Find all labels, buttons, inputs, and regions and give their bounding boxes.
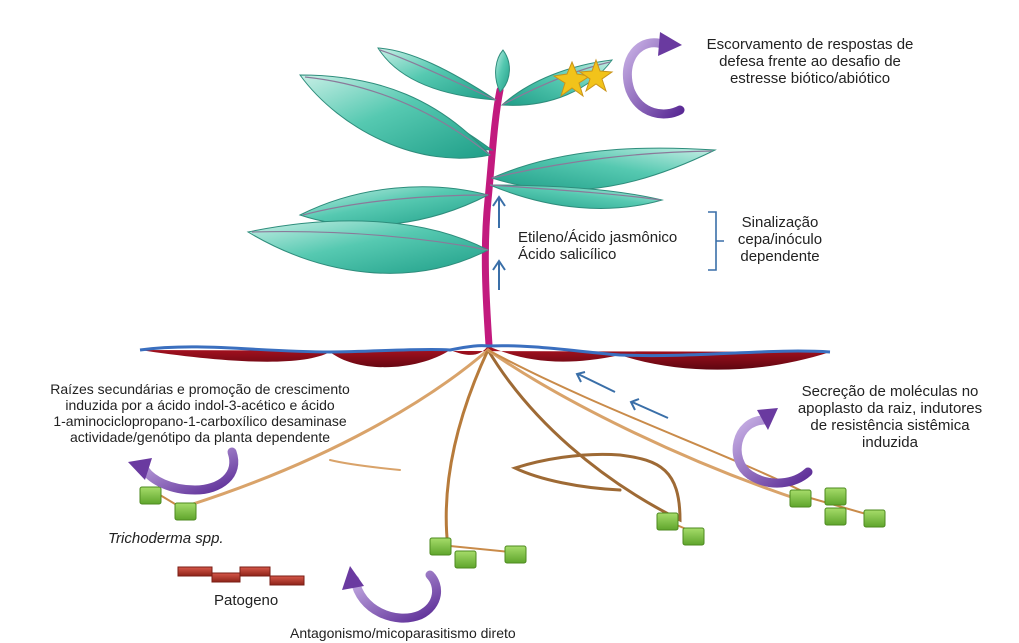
up-arrow-icon	[493, 197, 505, 228]
antagonism-arrowhead	[342, 566, 364, 590]
signaling-bracket	[708, 212, 724, 270]
signaling-line-3: dependente	[730, 248, 830, 265]
secretion-line-4: induzida	[770, 434, 1010, 451]
fungus-right	[790, 488, 885, 527]
roots-line-4: actividade/genótipo da planta dependente	[2, 429, 398, 445]
roots-line-1: Raízes secundárias e promoção de crescim…	[2, 381, 398, 397]
trichoderma-colonies	[140, 487, 885, 568]
root-branch-left	[330, 460, 400, 470]
antagonism-label: Antagonismo/micoparasitismo direto	[290, 625, 516, 642]
pathogen-label: Patogeno	[214, 592, 278, 609]
secretion-line-1: Secreção de moléculas no	[770, 383, 1010, 400]
priming-line-2: defesa frente ao desafio de	[670, 53, 950, 70]
secretion-label: Secreção de moléculas no apoplasto da ra…	[770, 383, 1010, 451]
secretion-line-3: de resistência sistêmica	[770, 417, 1010, 434]
trichoderma-label: Trichoderma spp.	[108, 530, 224, 547]
roots	[190, 350, 810, 548]
arrow-icon	[577, 372, 615, 392]
priming-label: Escorvamento de respostas de defesa fren…	[670, 36, 950, 87]
leaf-tip	[496, 50, 510, 92]
salicylic-label: Ácido salicílico	[518, 246, 677, 263]
antagonism-curved-arrow	[355, 575, 437, 618]
leaf-right	[492, 148, 715, 190]
priming-line-3: estresse biótico/abiótico	[670, 70, 950, 87]
pathogen-icon	[178, 567, 304, 585]
signaling-line-1: Sinalização	[730, 214, 830, 231]
roots-promotion-curved-arrow	[145, 452, 234, 490]
ethylene-label: Etileno/Ácido jasmônico	[518, 229, 677, 246]
signal-arrows	[493, 197, 505, 290]
leaf-lower-left	[300, 187, 488, 226]
arrow-icon	[631, 399, 668, 418]
signaling-line-2: cepa/inóculo	[730, 231, 830, 248]
hormone-labels: Etileno/Ácido jasmônico Ácido salicílico	[518, 229, 677, 263]
signaling-label: Sinalização cepa/inóculo dependente	[730, 214, 830, 265]
root-right-loop	[488, 350, 680, 520]
fungus-center	[430, 538, 526, 568]
secretion-line-2: apoplasto da raiz, indutores	[770, 400, 1010, 417]
priming-line-1: Escorvamento de respostas de	[670, 36, 950, 53]
leaf-bottom-left	[248, 221, 488, 273]
roots-line-2: induzida por a ácido indol-3-acético e á…	[2, 397, 398, 413]
up-arrow-icon	[493, 261, 505, 290]
plant-stem	[485, 90, 500, 345]
roots-promotion-label: Raízes secundárias e promoção de crescim…	[2, 381, 398, 445]
roots-line-3: 1-aminociclopropano-1-carboxílico desami…	[2, 413, 398, 429]
